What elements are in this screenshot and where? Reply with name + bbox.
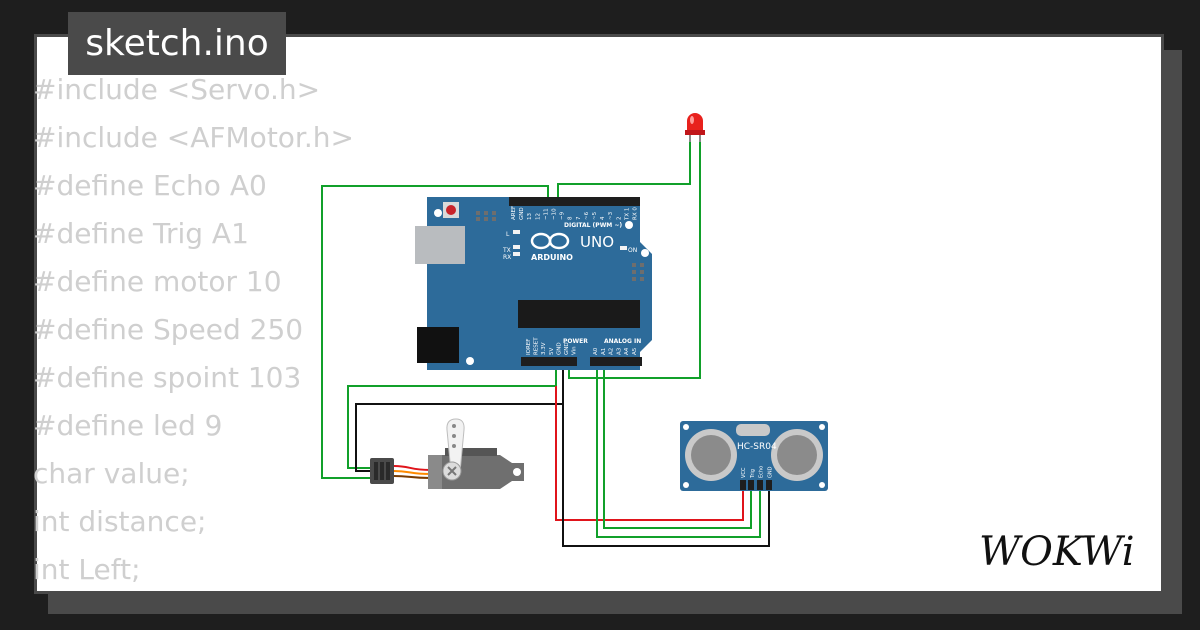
sensor-pin-label: Echo — [759, 466, 765, 478]
digital-pin-label: ~10 — [552, 208, 558, 220]
wire-sensor-echo[interactable] — [596, 362, 761, 538]
board-brand-label: ARDUINO — [531, 253, 573, 262]
servo-body — [442, 455, 524, 489]
wires — [321, 140, 770, 547]
analog-header-label: ANALOG IN — [604, 338, 641, 345]
analog-pin-label: A5 — [632, 347, 638, 355]
digital-pin-label: ~3 — [608, 211, 614, 220]
wokwi-logo-text: WOKWi — [979, 529, 1135, 575]
digital-pin-label: ~11 — [543, 208, 549, 220]
filename-tab[interactable]: sketch.ino — [68, 12, 286, 75]
wire-sensor-vcc[interactable] — [555, 386, 744, 521]
code-line: int Left; — [33, 553, 141, 586]
sensor-model-label: HC-SR04 — [737, 442, 777, 452]
code-line: #define motor 10 — [33, 265, 282, 298]
digital-pin-label: 4 — [600, 216, 606, 220]
wire-sensor-gnd[interactable] — [562, 404, 770, 547]
crystal-icon — [736, 424, 770, 436]
power-pin-label: 3.3V — [541, 342, 547, 355]
usb-port — [415, 226, 465, 264]
analog-pin-label: A4 — [624, 347, 630, 355]
l-led-label: L — [506, 231, 510, 238]
sensor-pin-label: GND — [767, 466, 773, 478]
sensor-pin-gnd[interactable] — [766, 480, 772, 490]
digital-header-label: DIGITAL (PWM ~) — [564, 222, 622, 229]
board-model-label: UNO — [580, 233, 614, 251]
code-line: #include <Servo.h> — [33, 73, 321, 106]
tx-led-label: TX — [502, 247, 511, 254]
servo-motor[interactable] — [370, 418, 524, 489]
analog-pin-label: A1 — [601, 348, 607, 355]
wire-led[interactable] — [557, 140, 691, 200]
analog-pin-label: A3 — [616, 347, 622, 355]
code-line: #define led 9 — [33, 409, 223, 442]
wire-servo-gnd[interactable] — [355, 362, 564, 472]
digital-pin-label: ~6 — [584, 211, 590, 220]
on-led-label: ON — [628, 247, 637, 254]
sensor-pin-label: VCC — [741, 467, 747, 478]
digital-pin-label: ~5 — [592, 211, 598, 220]
code-line: #define Echo A0 — [33, 169, 267, 202]
power-pin-label: GND — [564, 342, 570, 355]
code-line: #define Speed 250 — [33, 313, 304, 346]
power-pin-label: GND — [556, 342, 562, 355]
arduino-uno-board[interactable]: UNO ARDUINO DIGITAL (PWM ~) POWER ANALOG… — [415, 197, 652, 370]
power-header[interactable] — [521, 357, 577, 366]
code-line: #define Trig A1 — [33, 217, 249, 250]
analog-pin-label: A0 — [593, 347, 599, 355]
rx-led-label: RX — [503, 254, 511, 261]
analog-header[interactable] — [590, 357, 642, 366]
sensor-pin-trig[interactable] — [748, 480, 754, 490]
digital-pin-label: 7 — [576, 216, 582, 220]
digital-pin-label: 13 — [527, 213, 533, 220]
code-line: char value; — [33, 457, 190, 490]
digital-pin-label: 8 — [568, 216, 574, 220]
digital-pin-label: GND — [519, 207, 525, 220]
power-pin-label: RESET — [534, 337, 540, 355]
red-led[interactable] — [685, 113, 705, 142]
microcontroller-chip — [518, 300, 640, 328]
analog-pin-label: A2 — [609, 348, 615, 355]
digital-pin-label: ~9 — [560, 211, 566, 220]
sensor-pin-label: Trig — [750, 469, 756, 479]
power-header-label: POWER — [563, 338, 588, 345]
power-pin-label: Vin — [572, 346, 578, 355]
power-pin-label: 5V — [549, 348, 555, 355]
sensor-pin-echo[interactable] — [757, 480, 763, 490]
digital-pin-label: 12 — [535, 213, 541, 220]
digital-pin-label: AREF — [511, 206, 517, 220]
arduino-logo-icon — [530, 232, 570, 250]
digital-pin-label: RX 0 — [633, 207, 639, 220]
wokwi-logo: WOKWi — [979, 529, 1135, 575]
power-jack — [417, 327, 459, 363]
code-line: #define spoint 103 — [33, 361, 302, 394]
power-pin-label: IOREF — [526, 339, 532, 355]
digital-pin-label: 2 — [616, 217, 622, 221]
code-listing: #include <Servo.h> #include <AFMotor.h> … — [33, 66, 354, 594]
digital-pin-label: TX 1 — [624, 208, 630, 221]
code-line: int distance; — [33, 505, 207, 538]
digital-header[interactable] — [509, 197, 640, 206]
sensor-pin-vcc[interactable] — [740, 480, 746, 490]
code-line: #include <AFMotor.h> — [33, 121, 354, 154]
wire-servo-signal[interactable] — [321, 185, 549, 479]
wire-sensor-trig[interactable] — [603, 362, 752, 529]
